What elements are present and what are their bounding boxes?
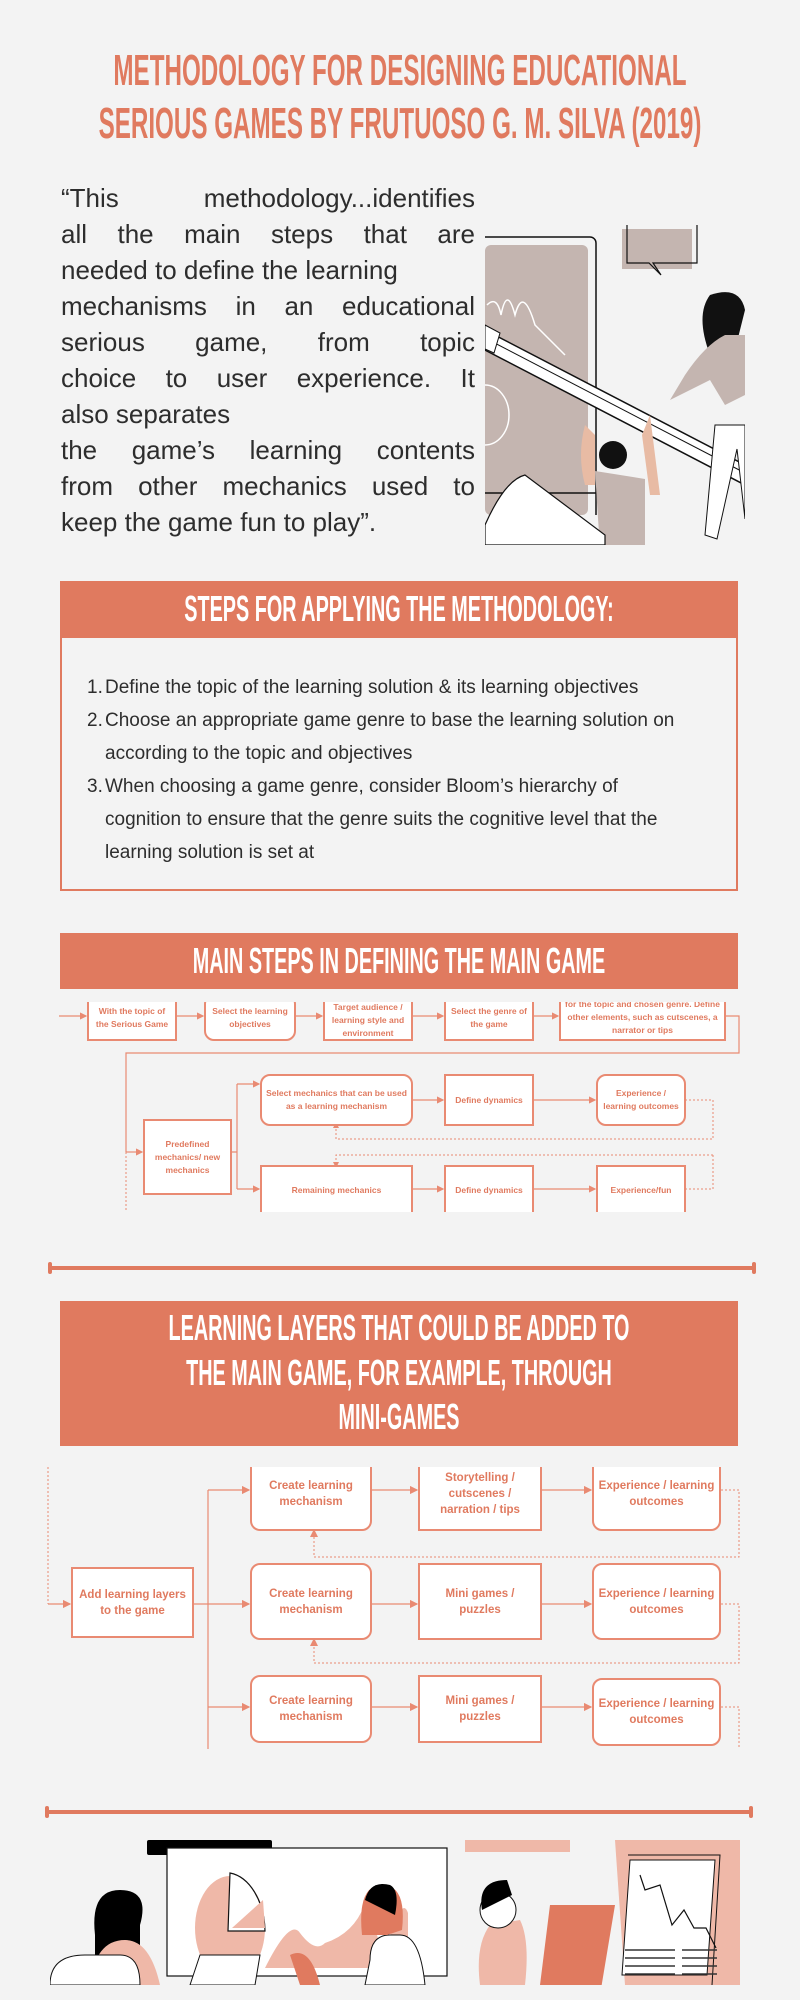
layer-box-mini-games: Mini games / puzzles — [418, 1563, 542, 1640]
title-line-1: METHODOLOGY FOR DESIGNING EDUCATIONAL — [113, 46, 687, 95]
main-game-flowchart: With the topic of the Serious Game Selec… — [0, 1002, 800, 1212]
title-line-2: SERIOUS GAMES BY FRUTUOSO G. M. SILVA (2… — [98, 99, 702, 148]
flow-box-remaining-mechanics: Remaining mechanics — [260, 1165, 413, 1212]
flow-box-label: Experience/fun — [610, 1184, 672, 1195]
flow-box-label: Mini games / puzzles — [445, 1587, 515, 1616]
flow-box-label: Experience / learning outcomes — [598, 1698, 715, 1726]
flow-box-label: Define dynamics — [455, 1184, 523, 1195]
quote-line: needed to define the learning — [61, 255, 398, 285]
flow-box-label: Storytelling / cutscenes / narration / t… — [440, 1472, 520, 1516]
flow-box-label: Select the genre of the game — [450, 1005, 528, 1029]
flow-box-label: for the topic and chosen genre. Define o… — [565, 1002, 720, 1035]
flow-box-topic: With the topic of the Serious Game — [87, 1002, 177, 1041]
step-text: Choose an appropriate game genre to base… — [105, 710, 675, 731]
layer-box-add-layers: Add learning layers to the game — [71, 1567, 194, 1638]
layer-box-create-mechanism: Create learning mechanism — [250, 1563, 372, 1640]
flow-box-experience-fun: Experience/fun — [596, 1165, 686, 1212]
flow-box-label: Add learning layers to the game — [79, 1588, 186, 1617]
flow-box-label: Select mechanics that can be used as a l… — [266, 1088, 407, 1111]
main-steps-heading: MAIN STEPS IN DEFINING THE MAIN GAME — [192, 940, 606, 981]
step-text: When choosing a game genre, consider Blo… — [105, 776, 618, 797]
quote-line: the game’s learning contents — [61, 435, 475, 465]
learning-heading-line: LEARNING LAYERS THAT COULD BE ADDED TO — [168, 1307, 630, 1348]
flow-box-label: Create learning mechanism — [269, 1587, 353, 1616]
quote-line: serious game, from topic — [61, 327, 475, 357]
illustration-people-carrying-pencil — [485, 225, 745, 545]
layer-box-storytelling: Storytelling / cutscenes / narration / t… — [418, 1467, 542, 1531]
learning-heading-line: THE MAIN GAME, FOR EXAMPLE, THROUGH — [186, 1352, 612, 1393]
layer-box-experience: Experience / learning outcomes — [592, 1678, 721, 1746]
flow-box-label: Predefined mechanics/ new mechanics — [154, 1138, 221, 1175]
step-item-3: 3. When choosing a game genre, consider … — [87, 770, 618, 803]
flow-box-elements: for the topic and chosen genre. Define o… — [559, 1002, 726, 1041]
quote-line: mechanisms in an educational — [61, 291, 475, 321]
step-text-cont: learning solution is set at — [105, 842, 315, 863]
section-divider — [48, 1262, 756, 1274]
step-text-cont: according to the topic and objectives — [105, 743, 413, 764]
layer-box-mini-games: Mini games / puzzles — [418, 1675, 542, 1743]
layer-box-create-mechanism: Create learning mechanism — [250, 1467, 372, 1531]
step-item-2: 2. Choose an appropriate game genre to b… — [87, 704, 675, 737]
quote-line: from other mechanics used to — [61, 471, 475, 501]
step-item-1: 1. Define the topic of the learning solu… — [87, 671, 639, 704]
section-divider — [45, 1806, 753, 1818]
quote-line: also separates — [61, 399, 231, 429]
step-number: 1. — [87, 677, 103, 698]
illustration-meeting-presentation — [50, 1840, 740, 1985]
quote-line: all the main steps that are — [61, 219, 475, 249]
flow-box-label: Create learning mechanism — [269, 1480, 353, 1508]
flow-box-define-dynamics-fun: Define dynamics — [444, 1165, 534, 1212]
flow-box-label: Create learning mechanism — [269, 1695, 353, 1723]
flow-box-objectives: Select the learning objectives — [204, 1002, 296, 1041]
flow-box-audience: Target audience / learning style and env… — [323, 1002, 413, 1041]
steps-heading: STEPS FOR APPLYING THE METHODOLOGY: — [184, 588, 614, 629]
flow-box-select-mechanics: Select mechanics that can be used as a l… — [260, 1074, 413, 1126]
steps-panel: STEPS FOR APPLYING THE METHODOLOGY: 1. D… — [60, 581, 738, 891]
step-number: 2. — [87, 710, 103, 731]
flow-box-label: Mini games / puzzles — [445, 1695, 515, 1723]
step-number: 3. — [87, 776, 103, 797]
flow-box-label: Define dynamics — [455, 1094, 523, 1105]
learning-heading-line: MINI-GAMES — [338, 1396, 460, 1437]
step-text-cont: cognition to ensure that the genre suits… — [105, 809, 658, 830]
flow-box-label: Target audience / learning style and env… — [331, 1002, 405, 1038]
learning-layers-heading-bar: LEARNING LAYERS THAT COULD BE ADDED TO T… — [60, 1301, 738, 1446]
layer-box-experience: Experience / learning outcomes — [592, 1563, 721, 1640]
flow-box-label: Experience / learning outcomes — [598, 1587, 715, 1616]
flow-box-label: With the topic of the Serious Game — [95, 1005, 169, 1029]
step-text: Define the topic of the learning solutio… — [105, 677, 639, 698]
flow-box-experience-learning: Experience / learning outcomes — [596, 1074, 686, 1126]
learning-layers-flowchart: Create learning mechanism Storytelling /… — [0, 1467, 800, 1749]
flow-box-label: Remaining mechanics — [291, 1184, 382, 1195]
flow-box-label: Select the learning objectives — [212, 1005, 288, 1029]
quote-line: “This methodology...identifies — [61, 183, 475, 213]
flow-box-label: Experience / learning outcomes — [598, 1480, 715, 1508]
layer-box-create-mechanism: Create learning mechanism — [250, 1675, 372, 1743]
flow-box-define-dynamics: Define dynamics — [444, 1074, 534, 1126]
quote-line: choice to user experience. It — [61, 363, 475, 393]
flow-box-genre: Select the genre of the game — [444, 1002, 534, 1041]
flow-box-label: Experience / learning outcomes — [603, 1088, 679, 1111]
quote-line: keep the game fun to play”. — [61, 507, 377, 537]
flow-box-predefined: Predefined mechanics/ new mechanics — [143, 1119, 232, 1195]
main-steps-heading-bar: MAIN STEPS IN DEFINING THE MAIN GAME — [60, 933, 738, 989]
layer-box-experience: Experience / learning outcomes — [592, 1467, 721, 1531]
steps-heading-bar: STEPS FOR APPLYING THE METHODOLOGY: — [60, 581, 738, 638]
